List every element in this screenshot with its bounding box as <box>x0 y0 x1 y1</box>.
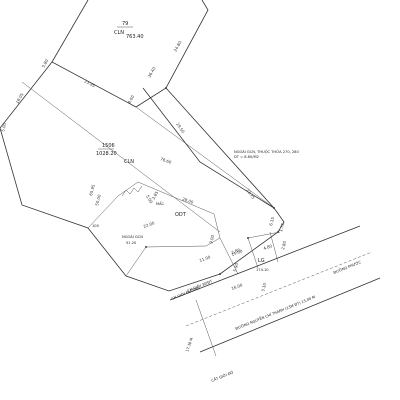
dim-label: 78.60 <box>160 156 173 165</box>
dim-label: 29.50 <box>175 122 186 135</box>
main-parcel-boundary <box>0 61 285 292</box>
dim-label: 24.80 <box>173 40 183 53</box>
road-edge-bottom <box>199 277 381 353</box>
dim-label: 4.80 <box>263 243 274 251</box>
zone-boundary-a <box>87 195 119 229</box>
dim-label: 3.10 <box>260 282 267 292</box>
road-edge-top <box>169 225 361 301</box>
dim-label: 36.40 <box>147 66 157 79</box>
outside-gcn-right-boundary <box>142 87 275 209</box>
dim-label: 23.95 <box>84 78 97 88</box>
road-name: ĐƯỜNG NGUYỄN CHÍ THANH (13M ĐT) 13,00 M <box>235 294 316 331</box>
dimension-labels: 5.80 23.95 36.40 24.80 18.05 8.00 29.50 … <box>0 40 287 293</box>
zone-boundary-b <box>125 245 207 277</box>
dim-label: 3.85 <box>151 190 160 201</box>
dim-label: 5.80 <box>41 58 50 69</box>
lg-zone-area: 174.10 <box>256 268 269 272</box>
dim-label: 65.95 <box>88 183 96 196</box>
zone-boundary-e <box>269 231 279 263</box>
survey-point <box>219 273 221 275</box>
dim-label: 1.75 <box>278 222 285 232</box>
road-right-of-way <box>195 299 217 357</box>
inner-boundary-line-2 <box>135 106 275 209</box>
parcel-79-type: CLN <box>114 30 124 36</box>
dim-label: 5.90 <box>232 262 239 272</box>
left-marker: 100 <box>92 224 100 228</box>
dim-label: 28.00 <box>182 196 195 205</box>
parcel-79-area: 763.40 <box>126 34 144 40</box>
zone-boundary-d <box>247 237 259 269</box>
dim-label: 2.80 <box>231 247 242 255</box>
outside-gcn-right-line-2: DT = 8.80/M2 <box>234 155 259 159</box>
survey-point <box>145 246 147 248</box>
dim-label: 23.75 <box>245 188 256 201</box>
outside-gcn-left-label: NGOÀI GCN <box>122 234 143 239</box>
survey-point <box>165 87 167 89</box>
inner-zone-type-2: ODT <box>175 212 187 218</box>
zone-boundary-f <box>247 231 281 239</box>
outside-gcn-right-line-1: NGOÀI GCN, THUỘC THỬA 270, 280 <box>234 149 299 154</box>
stair-notch <box>121 185 143 197</box>
dim-label: 6.15 <box>268 216 275 226</box>
dim-label: 11.00 <box>199 254 212 263</box>
parcel-1506-type: CLN <box>124 159 134 165</box>
dim-label: 16.00 <box>231 282 244 291</box>
inner-boundary-line <box>21 81 221 233</box>
survey-point <box>273 207 275 209</box>
survey-point <box>277 231 279 233</box>
dim-label: 50.00 <box>94 193 102 206</box>
outside-gcn-left-area: 51.20 <box>126 241 137 245</box>
odt-zone <box>117 181 221 247</box>
inner-zone-type-1: MẤC <box>156 201 165 206</box>
road-width-label: 17.38 M <box>185 337 194 352</box>
red-line-label: CẮT GIỚI ĐỎ <box>211 370 235 383</box>
parcel-79-id: 79 <box>122 21 128 27</box>
parcel-79-boundary <box>51 0 209 108</box>
survey-point <box>247 237 249 239</box>
parcel-1506-id: 1506 <box>102 143 115 149</box>
dim-label: 22.00 <box>143 220 156 229</box>
dim-label: 9.00 <box>208 234 215 244</box>
dim-label: 5.00 <box>0 122 7 132</box>
road-tag: ĐƯỜNG PHƯỚC <box>333 259 363 275</box>
parcel-1506-area: 1028.20 <box>96 151 117 157</box>
dim-label: 5.00 <box>145 194 154 205</box>
road-centerline <box>185 251 373 327</box>
dim-label: 8.00 <box>127 94 136 105</box>
dim-label: 15.00 <box>231 248 244 257</box>
dim-label: 18.05 <box>15 92 25 105</box>
dim-label: 2.80 <box>280 240 287 250</box>
lg-zone-type: LG <box>258 258 265 264</box>
zone-boundary-c <box>219 237 239 275</box>
